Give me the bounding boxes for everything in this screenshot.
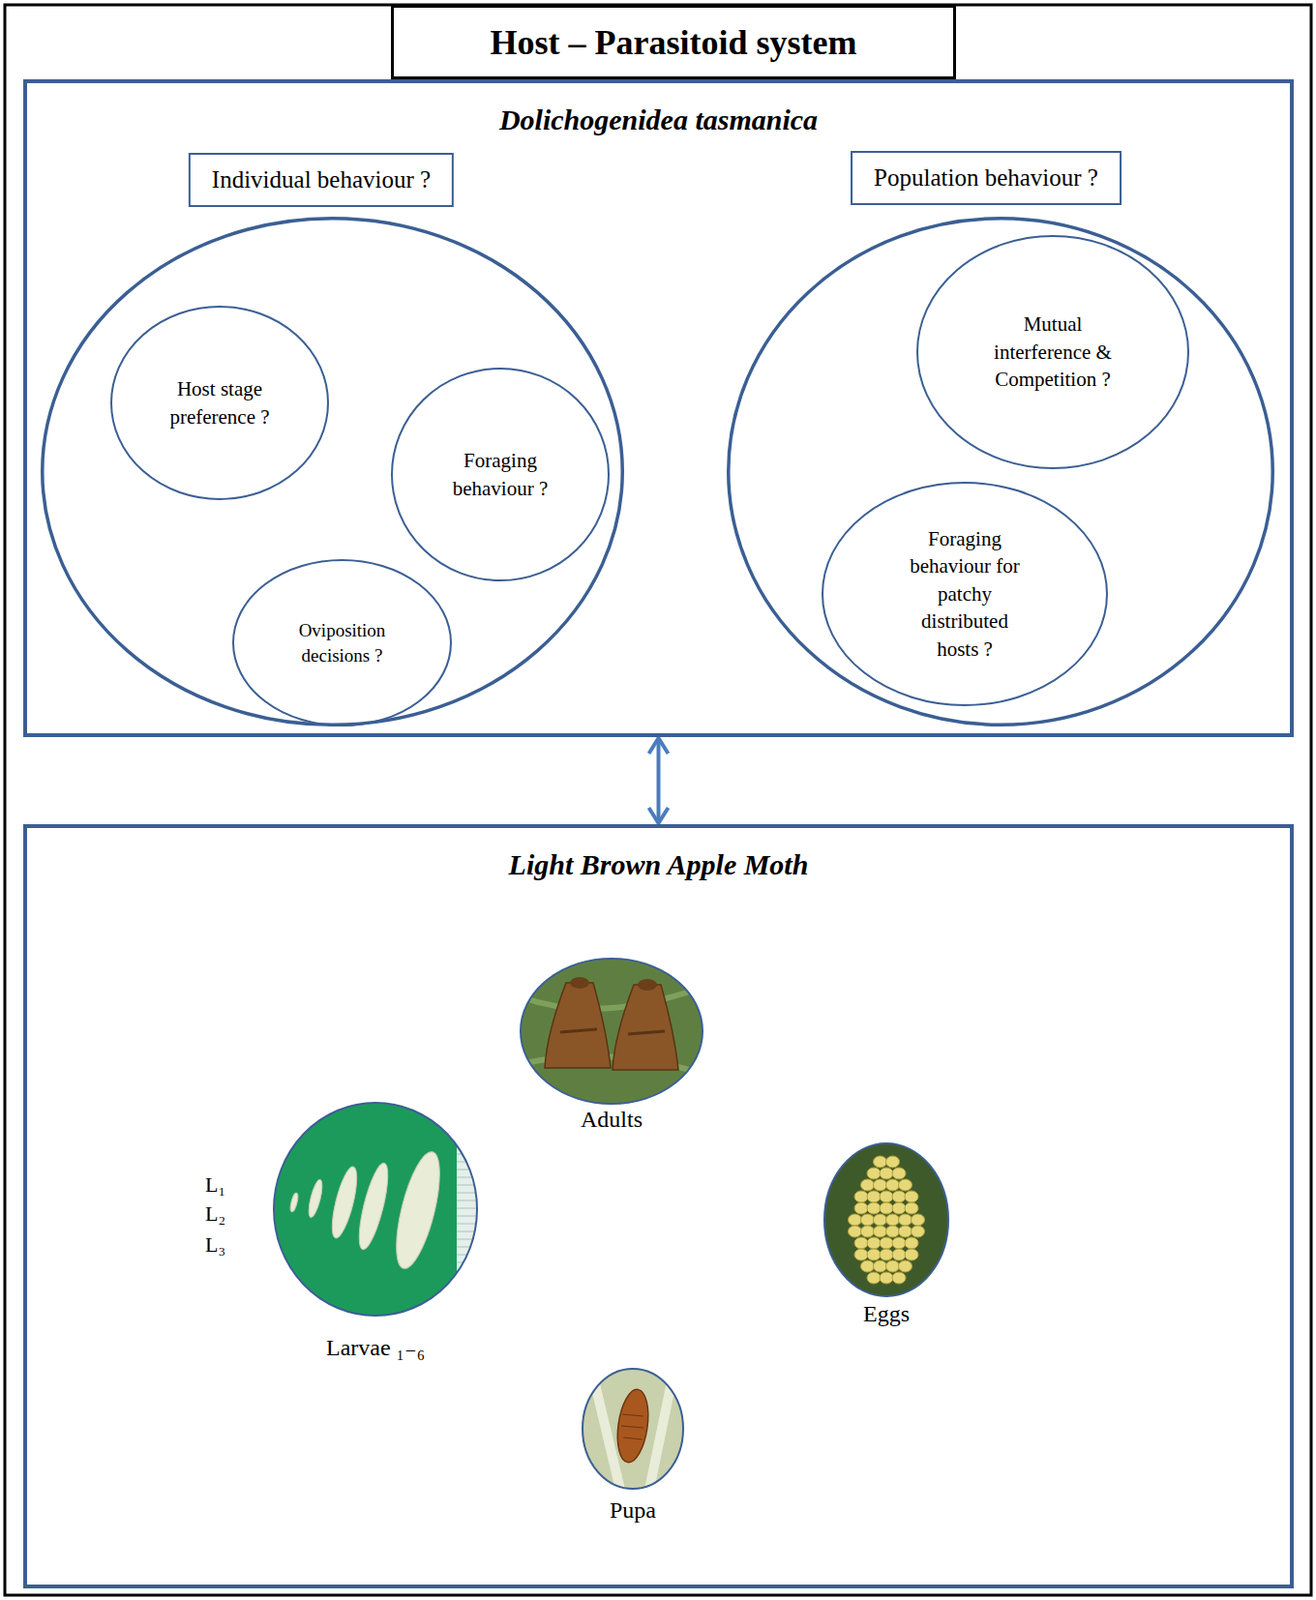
instar-label: L₁ bbox=[205, 1172, 226, 1198]
node-outline bbox=[110, 305, 329, 501]
node-outline bbox=[726, 216, 1275, 727]
photo-content bbox=[823, 1142, 950, 1298]
circle-label: Host stage preference ? bbox=[167, 375, 272, 431]
photo-label-row: Adults bbox=[580, 1106, 643, 1134]
photo-label-row: Larvae ₁₋₆ bbox=[326, 1334, 425, 1362]
ellipse-outline bbox=[42, 218, 624, 726]
photo-outline bbox=[824, 1143, 949, 1297]
heading-box: Population behaviour ? bbox=[850, 150, 1122, 206]
panel-heading: Light Brown Apple Moth bbox=[508, 848, 809, 881]
outer-frame bbox=[4, 4, 1312, 1596]
ellipse-outline bbox=[391, 368, 609, 581]
photo-label-row: Pupa bbox=[609, 1497, 657, 1525]
instar-label: L₃ bbox=[205, 1232, 226, 1258]
stage-photo: Pupa bbox=[581, 1368, 685, 1491]
photo-outline bbox=[582, 1369, 684, 1490]
stage-label: Adults bbox=[580, 1106, 643, 1133]
stage-label: Larvae ₁₋₆ bbox=[326, 1335, 425, 1361]
panel-heading-row: Light Brown Apple Moth bbox=[27, 848, 1290, 882]
parasitoid-panel: Host stage preference ? Foraging behaviou… bbox=[23, 79, 1294, 738]
photo-content bbox=[519, 957, 704, 1106]
stage-photo: Adults bbox=[519, 957, 704, 1106]
circle-label: Oviposition decisions ? bbox=[292, 618, 393, 668]
node-outline bbox=[232, 559, 452, 727]
photo-content bbox=[581, 1368, 685, 1491]
heading-box: Individual behaviour ? bbox=[188, 152, 454, 208]
circle-label: Mutual interference & Competition ? bbox=[990, 310, 1115, 393]
panel-heading: Dolichogenidea tasmanica bbox=[499, 103, 818, 136]
question-circle: Foraging behaviour ? bbox=[390, 367, 610, 582]
photo-illustration bbox=[823, 1142, 950, 1298]
group-heading: Population behaviour ? bbox=[873, 164, 1099, 191]
node-outline bbox=[390, 367, 610, 582]
behaviour-group: Host stage preference ? Foraging behaviou… bbox=[40, 216, 625, 727]
circle-label: Foraging behaviour ? bbox=[449, 447, 551, 503]
instar-label: L₂ bbox=[205, 1201, 226, 1227]
question-circle: Host stage preference ? bbox=[110, 305, 329, 501]
photo-content bbox=[272, 1102, 479, 1317]
behaviour-group: Mutual interference & Competition ? Forag… bbox=[726, 216, 1275, 727]
ellipse-outline bbox=[917, 236, 1189, 469]
stage-label: Eggs bbox=[863, 1301, 910, 1327]
stage-photo: Eggs bbox=[823, 1142, 950, 1298]
photo-outline bbox=[273, 1103, 478, 1316]
group-heading: Individual behaviour ? bbox=[211, 166, 431, 193]
question-circle: Mutual interference & Competition ? bbox=[916, 235, 1190, 470]
photo-outline bbox=[520, 958, 703, 1105]
title-box: Host – Parasitoid system bbox=[390, 4, 957, 80]
double-arrow bbox=[657, 738, 661, 824]
circle-label: Foraging behaviour for patchy distribute… bbox=[903, 525, 1026, 663]
panel-heading-row: Dolichogenidea tasmanica bbox=[27, 103, 1290, 137]
ellipse-outline bbox=[233, 560, 451, 726]
photo-illustration bbox=[272, 1102, 479, 1317]
diagram-title: Host – Parasitoid system bbox=[490, 22, 858, 63]
question-circle: Oviposition decisions ? bbox=[232, 559, 452, 727]
stage-label: Pupa bbox=[609, 1497, 657, 1524]
photo-illustration bbox=[519, 957, 704, 1106]
question-circle: Foraging behaviour for patchy distribute… bbox=[821, 481, 1108, 707]
ellipse-outline bbox=[111, 306, 329, 500]
photo-label-row: Eggs bbox=[863, 1301, 910, 1328]
ellipse-outline bbox=[822, 482, 1107, 706]
photo-illustration bbox=[581, 1368, 685, 1491]
ellipse-outline bbox=[728, 218, 1274, 726]
stage-photo: Larvae ₁₋₆ bbox=[272, 1102, 479, 1317]
